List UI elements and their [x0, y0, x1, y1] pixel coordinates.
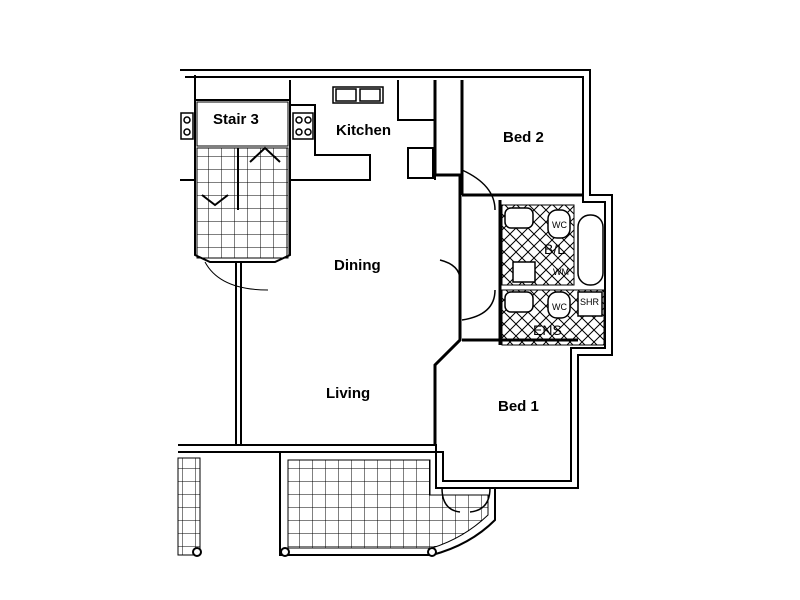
ensuite-label: ENS: [533, 322, 562, 338]
balcony-posts: [192, 547, 437, 557]
dining-label: Dining: [334, 257, 381, 274]
door-swings: [439, 169, 496, 321]
bed2-label: Bed 2: [503, 129, 544, 146]
shower-label: SHR: [580, 297, 600, 307]
bed1-label: Bed 1: [498, 398, 539, 415]
wc-bath-label: WC: [552, 220, 567, 230]
bathroom-fixtures: [504, 207, 604, 319]
balcony-door-swings: [441, 487, 491, 513]
kitchen-label: Kitchen: [336, 122, 392, 139]
wm-label: WM: [553, 267, 569, 277]
stair-door-swing: [204, 261, 269, 291]
cooktop: [292, 112, 314, 140]
kitchen-sink: [332, 86, 384, 104]
balcony-tiles: [287, 459, 489, 549]
stair-label: Stair 3: [213, 111, 259, 128]
stair-landing: [196, 101, 289, 147]
bathroom-label: B/L: [544, 241, 566, 257]
living-label: Living: [326, 385, 371, 402]
stair-enclosure: [180, 75, 291, 263]
corridor-wall: [235, 262, 242, 445]
stair-arrows: [201, 146, 281, 210]
neighbour-balcony: [177, 457, 201, 556]
neighbour-cooktop: [180, 112, 194, 140]
stair-grid: [196, 147, 289, 259]
wc-ensuite-label: WC: [552, 302, 567, 312]
